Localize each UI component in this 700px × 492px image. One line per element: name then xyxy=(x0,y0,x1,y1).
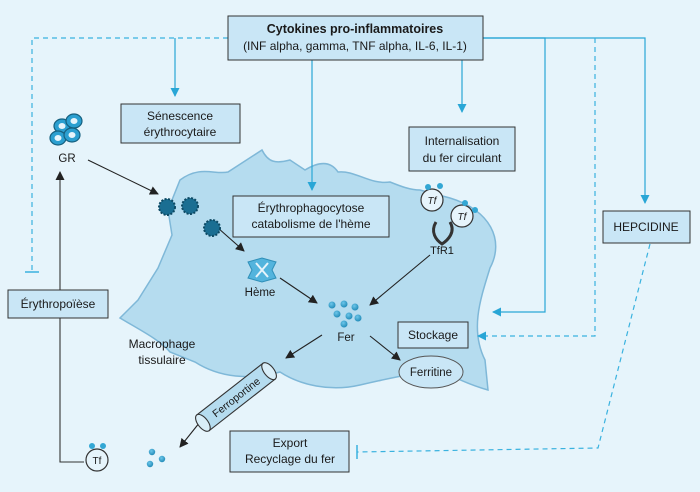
internalisation-line2: du fer circulant xyxy=(423,151,502,165)
export-box xyxy=(229,430,350,473)
senescent-cell-icon xyxy=(158,197,221,237)
stockage-box xyxy=(397,321,469,349)
tfr1-label: TfR1 xyxy=(430,245,454,257)
erythropoiese-label: Érythropoïèse xyxy=(21,296,96,311)
ferritine-label: Ferritine xyxy=(410,367,452,379)
arrow-gr-to-senescent xyxy=(87,159,159,195)
arrow-fer-to-ferritine xyxy=(369,335,401,361)
tf-label-circulating: Tf xyxy=(93,456,102,467)
arrow-cytokines-to-stockage xyxy=(483,37,546,317)
plasma-iron-particle-icon xyxy=(146,448,166,468)
dashed-hepcidine-to-stockage xyxy=(477,38,596,341)
red-blood-cell-icon xyxy=(49,113,83,146)
erythrophagocytose-line2: catabolisme de l'hème xyxy=(251,217,370,231)
internalisation-box xyxy=(408,126,516,172)
erythropoiese-box xyxy=(7,289,109,319)
circulating-transferrin-icon xyxy=(85,443,109,472)
arrow-tfr1-to-fer xyxy=(369,254,431,306)
fer-label: Fer xyxy=(337,332,354,344)
tf-label-receptor-1: Tf xyxy=(428,196,438,207)
cytokines-box xyxy=(227,15,484,61)
arrow-cytokines-to-hepcidine xyxy=(483,37,650,204)
cytokines-subtitle: (INF alpha, gamma, TNF alpha, IL-6, IL-1… xyxy=(243,39,467,53)
erythrophagocytose-box xyxy=(232,195,390,238)
dashed-inhibition-line-left xyxy=(31,37,228,272)
export-line2: Recyclage du fer xyxy=(245,452,335,466)
internalisation-line1: Internalisation xyxy=(425,134,500,148)
tf-label-receptor-2: Tf xyxy=(458,212,468,223)
arrow-fer-to-ferroportine xyxy=(285,334,323,359)
macrophage-label-line2: tissulaire xyxy=(138,353,186,367)
hepcidine-box xyxy=(602,210,691,244)
transferrin-receptor-icon xyxy=(420,183,478,246)
senescence-box xyxy=(120,103,241,144)
dashed-hepcidine-to-export xyxy=(356,243,651,453)
senescence-line2: érythrocytaire xyxy=(144,125,217,139)
arrow-senescent-to-heme xyxy=(217,227,245,252)
heme-icon xyxy=(247,257,277,283)
cytokines-title: Cytokines pro-inflammatoires xyxy=(267,22,443,36)
iron-particle-icon xyxy=(328,300,362,328)
export-line1: Export xyxy=(273,436,308,450)
arrow-heme-to-fer xyxy=(279,277,318,304)
heme-label: Hème xyxy=(245,287,276,299)
gr-label: GR xyxy=(58,153,75,165)
senescence-line1: Sénescence xyxy=(147,109,213,123)
erythrophagocytose-line1: Érythrophagocytose xyxy=(258,200,365,215)
macrophage-label-line1: Macrophage xyxy=(129,337,196,351)
hepcidine-label: HEPCIDINE xyxy=(613,220,678,234)
stockage-label: Stockage xyxy=(408,328,458,342)
arrow-tf-to-erythropoiese xyxy=(55,171,84,463)
ferritine-shape xyxy=(398,355,464,389)
